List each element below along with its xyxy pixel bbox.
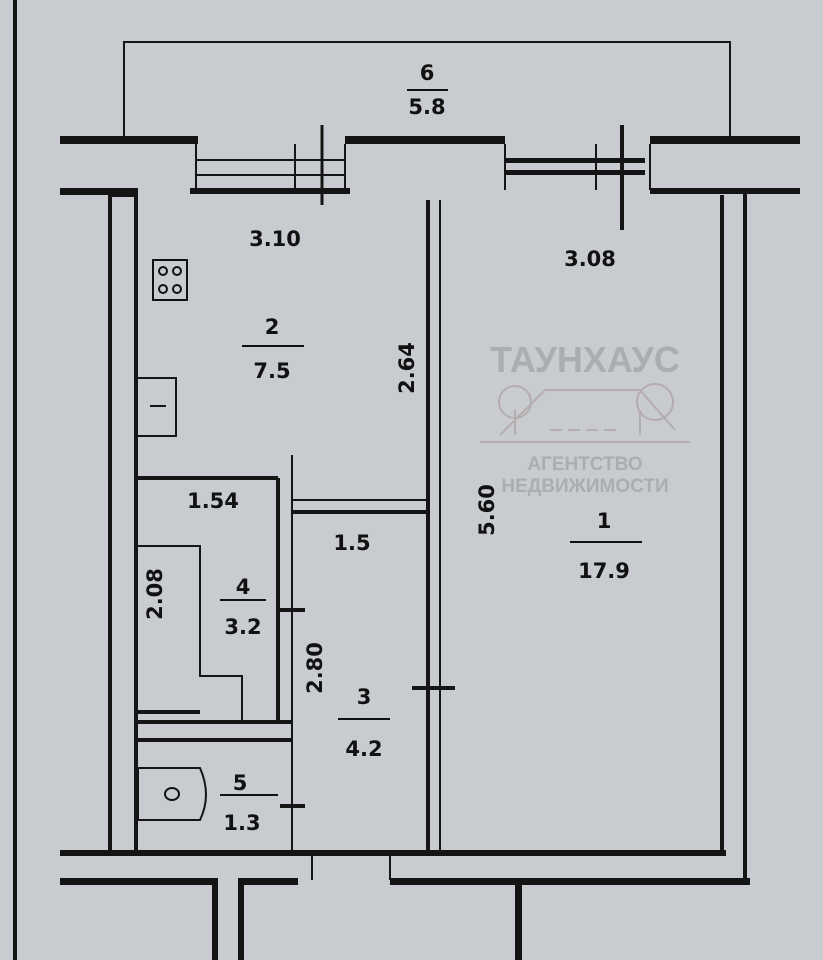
room-2-area: 7.5: [253, 359, 290, 383]
house-logo-icon: [480, 383, 690, 443]
room-5-area: 1.3: [223, 811, 260, 835]
dim-room-width: 3.08: [564, 247, 616, 271]
room-2-number: 2: [265, 315, 280, 339]
room-3-area: 4.2: [345, 737, 382, 761]
dim-hall-depth: 2.80: [303, 642, 327, 694]
dim-bath-depth: 2.08: [143, 568, 167, 620]
watermark-line2: НЕДВИЖИМОСТИ: [501, 476, 668, 497]
dim-bath-width: 1.54: [187, 489, 239, 513]
dim-kitchen-depth: 2.64: [395, 342, 419, 394]
dim-hall-width: 1.5: [333, 531, 370, 555]
watermark: ТАУНХАУС АГЕНТСТВО НЕДВИЖИМОСТИ: [480, 339, 690, 497]
toilet-icon: [137, 767, 207, 821]
dim-room-depth: 5.60: [475, 484, 499, 536]
dim-kitchen-width: 3.10: [249, 227, 301, 251]
sink-icon: [138, 377, 177, 437]
page-border: [13, 0, 17, 960]
balcony: [123, 41, 731, 138]
room-1-number: 1: [597, 509, 612, 533]
room-3-number: 3: [357, 685, 372, 709]
window-room: [504, 125, 651, 230]
room-1-area: 17.9: [578, 559, 630, 583]
watermark-brand: ТАУНХАУС: [490, 339, 680, 380]
watermark-line1: АГЕНТСТВО: [527, 454, 642, 475]
room-5-number: 5: [233, 771, 248, 795]
balcony-area: 5.8: [408, 95, 445, 119]
balcony-number: 6: [420, 61, 435, 85]
window-kitchen: [195, 125, 346, 205]
stove-icon: [152, 259, 188, 301]
room-4-number: 4: [236, 575, 251, 599]
room-4-area: 3.2: [224, 615, 261, 639]
